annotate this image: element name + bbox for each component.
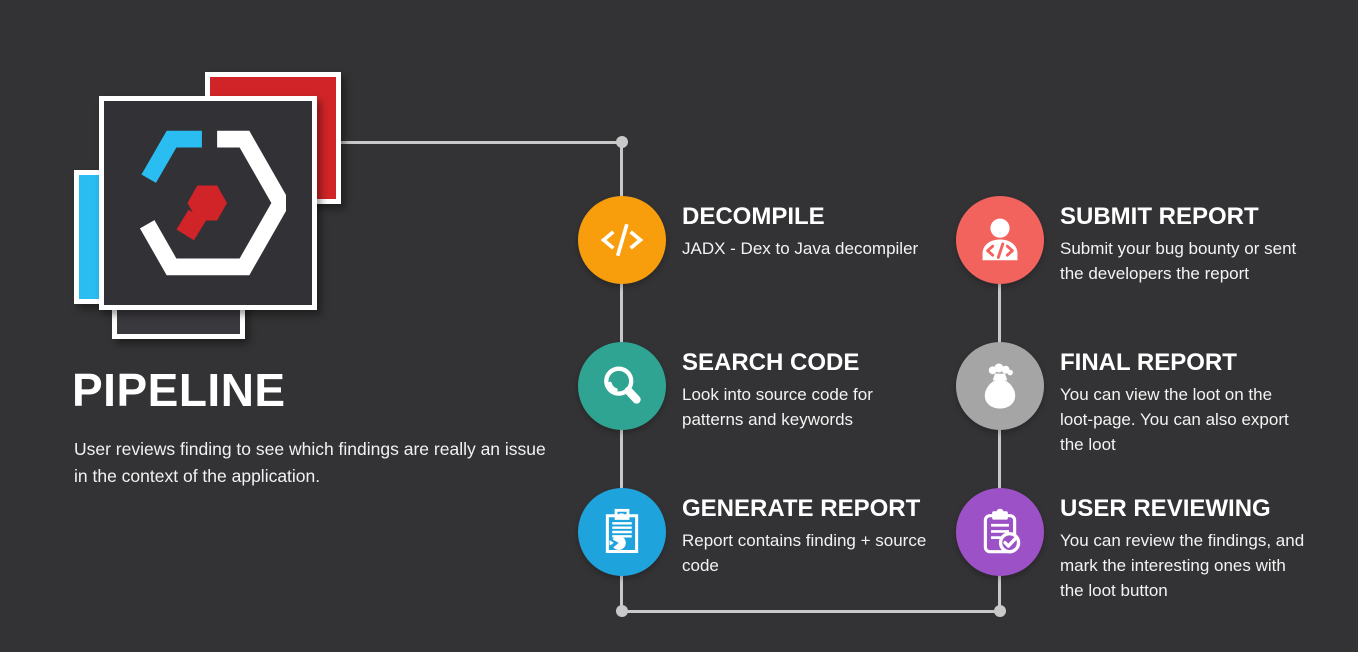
step-description: Report contains finding + source code <box>682 531 927 575</box>
step-description: Submit your bug bounty or sent the devel… <box>1060 239 1297 283</box>
step-description: You can review the findings, and mark th… <box>1060 531 1305 600</box>
step-title: DECOMPILE <box>682 203 825 230</box>
step-title: SUBMIT REPORT <box>1060 203 1259 230</box>
connector-dot-bottom-left <box>616 605 628 617</box>
search-icon <box>604 366 641 404</box>
connector-dot-bottom-right <box>994 605 1006 617</box>
page-title: PIPELINE <box>72 364 286 416</box>
step-circle <box>578 488 666 576</box>
step-generate-report: GENERATE REPORT Report contains finding … <box>578 488 958 608</box>
code-icon <box>600 223 644 257</box>
step-decompile: DECOMPILE JADX - Dex to Java decompiler <box>578 196 958 316</box>
connector-top-horizontal <box>338 141 624 144</box>
step-circle <box>578 196 666 284</box>
report-clipboard-icon <box>605 508 639 554</box>
loot-bag-icon <box>984 363 1016 409</box>
connector-bottom-horizontal <box>621 610 1001 613</box>
step-title: USER REVIEWING <box>1060 495 1271 522</box>
step-submit-report: SUBMIT REPORT Submit your bug bounty or … <box>956 196 1336 316</box>
page-description: User reviews finding to see which findin… <box>74 439 546 486</box>
step-circle <box>956 488 1044 576</box>
step-final-report: FINAL REPORT You can view the loot on th… <box>956 342 1336 462</box>
hexagon-code-logo-icon <box>139 130 286 276</box>
step-search-code: SEARCH CODE Look into source code for pa… <box>578 342 958 462</box>
step-circle <box>578 342 666 430</box>
step-title: FINAL REPORT <box>1060 349 1237 376</box>
step-title: SEARCH CODE <box>682 349 860 376</box>
logo-main-square <box>99 96 317 310</box>
developer-person-icon <box>982 218 1018 261</box>
step-title: GENERATE REPORT <box>682 495 921 522</box>
step-description: You can view the loot on the loot-page. … <box>1060 385 1289 454</box>
connector-dot-top <box>616 136 628 148</box>
step-description: JADX - Dex to Java decompiler <box>682 239 919 258</box>
step-user-reviewing: USER REVIEWING You can review the findin… <box>956 488 1336 608</box>
step-description: Look into source code for patterns and k… <box>682 385 873 429</box>
step-circle <box>956 342 1044 430</box>
step-circle <box>956 196 1044 284</box>
clipboard-check-icon <box>983 508 1021 554</box>
